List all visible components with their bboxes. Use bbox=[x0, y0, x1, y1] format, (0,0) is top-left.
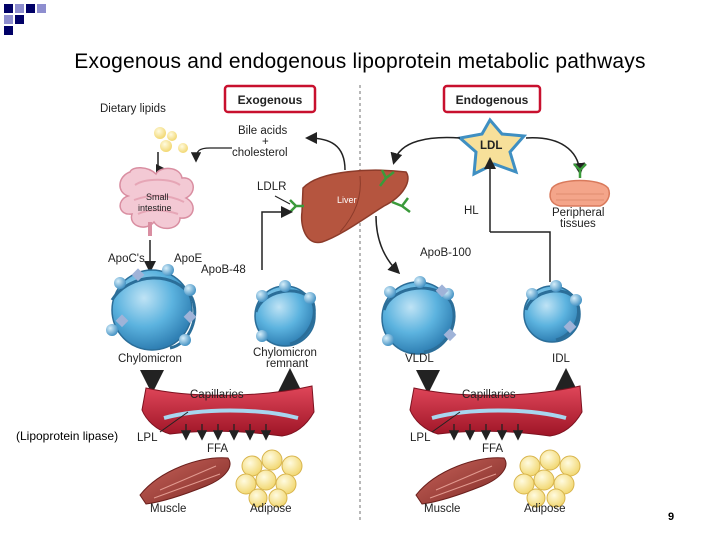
chylo-remnant-label-2: remnant bbox=[266, 358, 309, 370]
idl-label: IDL bbox=[552, 353, 571, 365]
ffa-arrows-left bbox=[180, 424, 272, 441]
peripheral-tissues-label-1: Peripheral bbox=[552, 207, 604, 219]
endogenous-label: Endogenous bbox=[456, 93, 529, 107]
bile-acids-label-1: Bile acids bbox=[238, 125, 287, 137]
apob48-label: ApoB-48 bbox=[201, 264, 246, 276]
capillaries-left-label: Capillaries bbox=[190, 389, 244, 401]
apoe-label: ApoE bbox=[174, 253, 202, 265]
ldl-label: LDL bbox=[480, 140, 502, 152]
liver-icon bbox=[300, 169, 409, 244]
dietary-lipid-droplets bbox=[154, 127, 188, 153]
endogenous-box bbox=[442, 84, 542, 114]
ffa-left-label: FFA bbox=[207, 443, 228, 455]
ffa-arrows-right bbox=[448, 424, 524, 441]
hl-label: HL bbox=[464, 205, 479, 217]
capillaries-right-label: Capillaries bbox=[462, 389, 516, 401]
muscle-right-icon bbox=[415, 457, 507, 505]
exogenous-label: Exogenous bbox=[238, 93, 303, 107]
ffa-right-label: FFA bbox=[482, 443, 503, 455]
small-intestine-icon bbox=[119, 167, 194, 236]
ldlr-label: LDLR bbox=[257, 181, 286, 193]
adipose-left-icon bbox=[235, 449, 303, 508]
peripheral-tissues-label-2: tissues bbox=[560, 218, 596, 230]
chylo-remnant-label-1: Chylomicron bbox=[253, 347, 317, 359]
chylomicron-remnant-particle bbox=[254, 280, 316, 347]
lpl-right-label: LPL bbox=[410, 432, 431, 444]
apob100-label: ApoB-100 bbox=[420, 247, 471, 259]
small-intestine-label-2: intestine bbox=[138, 203, 172, 213]
small-intestine-label-1: Small bbox=[146, 192, 169, 202]
muscle-left-label: Muscle bbox=[150, 503, 186, 515]
muscle-right-label: Muscle bbox=[424, 503, 460, 515]
muscle-left-icon bbox=[139, 457, 231, 505]
bile-acids-label-3: cholesterol bbox=[232, 147, 288, 159]
exogenous-box bbox=[223, 84, 317, 114]
bile-acids-label-2: + bbox=[262, 136, 269, 148]
ldl-receptor-icon bbox=[289, 169, 411, 213]
apoc-label: ApoC's bbox=[108, 253, 145, 265]
idl-particle bbox=[523, 280, 582, 343]
chylomicron-label: Chylomicron bbox=[118, 353, 182, 365]
chylomicron-particle bbox=[106, 264, 197, 351]
capillary-right bbox=[409, 385, 583, 437]
slide-title: Exogenous and endogenous lipoprotein met… bbox=[74, 50, 646, 73]
adipose-left-label: Adipose bbox=[250, 503, 292, 515]
liver-label: Liver bbox=[337, 195, 357, 205]
page-number: 9 bbox=[668, 511, 675, 523]
adipose-right-label: Adipose bbox=[524, 503, 566, 515]
dietary-lipids-label: Dietary lipids bbox=[100, 103, 166, 115]
vldl-label: VLDL bbox=[405, 353, 434, 365]
peripheral-tissue-icon bbox=[549, 163, 611, 207]
adipose-right-icon bbox=[513, 449, 581, 508]
lpl-left-label: LPL bbox=[137, 432, 158, 444]
lipoprotein-lipase-note: (Lipoprotein lipase) bbox=[16, 429, 119, 443]
vldl-particle bbox=[381, 276, 457, 355]
